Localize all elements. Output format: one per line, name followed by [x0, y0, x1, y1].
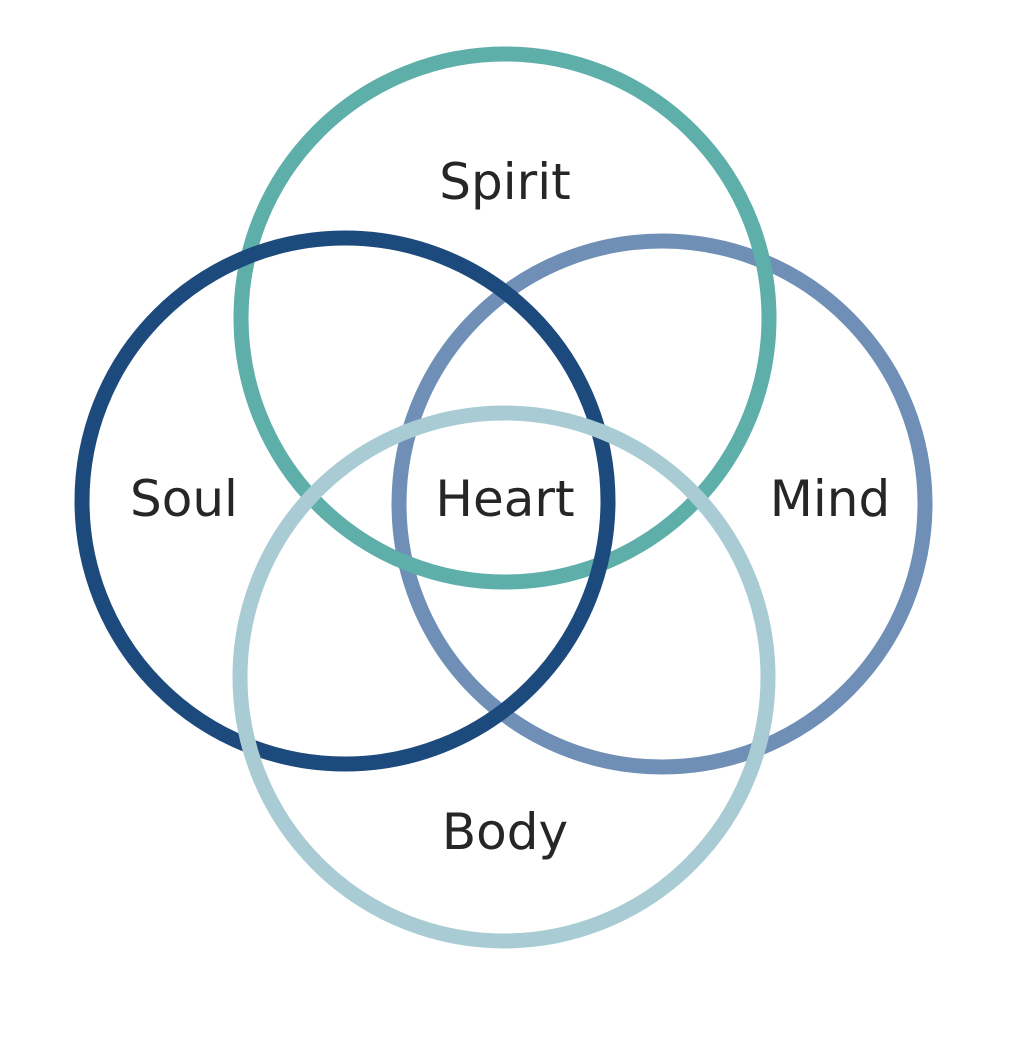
heart-label: Heart [435, 470, 574, 528]
spirit-label: Spirit [439, 153, 570, 211]
mind-label: Mind [770, 470, 890, 528]
body-circle [232, 405, 776, 949]
spirit-circle [233, 46, 777, 590]
mind-circle [391, 233, 933, 775]
body-label: Body [442, 803, 568, 861]
soul-circle [74, 230, 616, 772]
soul-label: Soul [130, 470, 238, 528]
